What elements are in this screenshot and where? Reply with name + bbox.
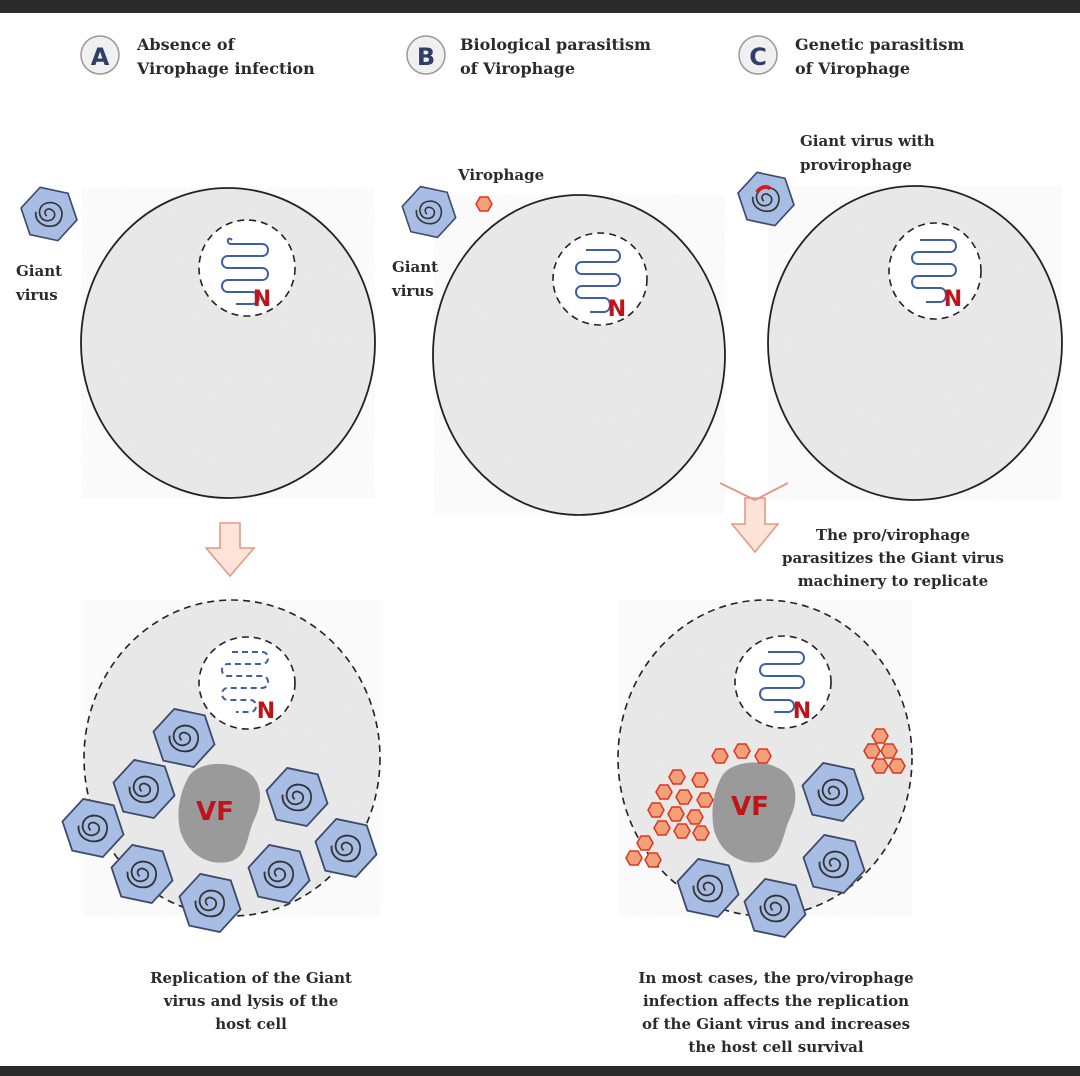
- panel-b-badge: [406, 35, 446, 75]
- nucleus-b-top: [552, 232, 648, 326]
- virophage-particle: [754, 748, 772, 764]
- nucleus-c-top-label: N: [944, 287, 962, 312]
- virophage-particle: [686, 809, 704, 825]
- panel-a-badge: [80, 35, 120, 75]
- virophage-particle: [692, 825, 710, 841]
- dna-c-bottom: [759, 651, 805, 713]
- virophage-particle: [625, 850, 643, 866]
- viral-factory-a-label: VF: [196, 797, 234, 827]
- virophage-particle: [647, 802, 665, 818]
- note-c-line2: parasitizes the Giant virus: [782, 549, 1004, 567]
- panel-a-letter: A: [91, 43, 110, 71]
- dna-b-top: [575, 249, 621, 313]
- caption-a-line3: host cell: [215, 1015, 287, 1033]
- virophage-particle: [655, 784, 673, 800]
- caption-a-line1: Replication of the Giant: [150, 969, 352, 987]
- virophage-particle: [673, 823, 691, 839]
- caption-c-line1: In most cases, the pro/virophage: [638, 969, 913, 987]
- giant-virus-b: [396, 182, 462, 242]
- virophage-particle: [691, 772, 709, 788]
- giant-virus-c-label-line2: provirophage: [800, 156, 912, 174]
- panel-b-header: B Biological parasitism of Virophage: [406, 35, 651, 78]
- virophage-particle: [675, 789, 693, 805]
- panel-a-title-line2: Virophage infection: [136, 59, 315, 78]
- virophage-particle: [733, 743, 751, 759]
- viral-factory-c-label: VF: [731, 792, 769, 822]
- nucleus-c-top: [888, 222, 982, 320]
- virophage-particle: [668, 769, 686, 785]
- nucleus-c-bottom-label: N: [793, 699, 811, 724]
- dna-c-top: [911, 239, 957, 303]
- nucleus-a-top-label: N: [253, 287, 271, 312]
- bottom-frame-bar: [0, 1066, 1080, 1076]
- arrow-c-branches: [719, 482, 789, 502]
- virophage-particle: [636, 835, 654, 851]
- giant-virus-b-label-line1: Giant: [392, 258, 438, 276]
- viral-factory-a: [178, 763, 260, 863]
- caption-c-line3: of the Giant virus and increases: [642, 1015, 910, 1033]
- panel-b-letter: B: [417, 43, 435, 71]
- panel-c-title-line2: of Virophage: [795, 59, 910, 78]
- provirophage-marker: [755, 185, 772, 194]
- panel-c-letter: C: [749, 43, 767, 71]
- nucleus-b-top-label: N: [608, 297, 626, 322]
- giant-virus-a-label-line1: Giant: [16, 262, 62, 280]
- virophage-b-label: Virophage: [457, 166, 544, 184]
- panel-c-title-line1: Genetic parasitism: [795, 35, 964, 54]
- arrow-c: [730, 497, 780, 554]
- arrow-a: [204, 522, 256, 578]
- virophage-particle: [871, 728, 889, 744]
- virophage-particle: [696, 792, 714, 808]
- giant-virus-c: [732, 168, 800, 230]
- giant-virus-a-label-line2: virus: [15, 286, 58, 304]
- panel-c-header: C Genetic parasitism of Virophage: [738, 35, 964, 78]
- virophage-particle: [644, 852, 662, 868]
- virophage-particle: [653, 820, 671, 836]
- dna-a-bottom-fragmented: [221, 651, 269, 713]
- caption-a-line2: virus and lysis of the: [163, 992, 339, 1010]
- cell-c-top: N: [767, 185, 1063, 501]
- panel-a-title-line1: Absence of: [136, 35, 236, 54]
- caption-c-line4: the host cell survival: [688, 1038, 864, 1056]
- nucleus-c-bottom: [734, 635, 832, 729]
- panel-b-title-line2: of Virophage: [460, 59, 575, 78]
- virophage-particle: [711, 748, 729, 764]
- viral-factory-c: [712, 762, 796, 863]
- giant-virus-a: [15, 183, 83, 245]
- note-c-line1: The pro/virophage: [816, 526, 970, 544]
- panel-b-title-line1: Biological parasitism: [460, 35, 651, 54]
- giant-virus-c-label-line1: Giant virus with: [800, 132, 935, 150]
- nucleus-a-bottom: [198, 636, 296, 730]
- giant-virus-b-label-line2: virus: [391, 282, 434, 300]
- note-c-line3: machinery to replicate: [798, 572, 988, 590]
- caption-c-line2: infection affects the replication: [643, 992, 909, 1010]
- nucleus-a-bottom-label: N: [257, 699, 275, 724]
- virophage-particle: [880, 743, 898, 759]
- virophage-particle: [667, 806, 685, 822]
- virophage-particle: [863, 743, 881, 759]
- panel-c-badge: [738, 35, 778, 75]
- panel-a-header: A Absence of Virophage infection: [80, 35, 315, 78]
- cell-a-bottom: N VF: [83, 599, 381, 917]
- virophage-b: [475, 196, 493, 212]
- top-frame-bar: [0, 0, 1080, 13]
- virophage-particle: [871, 758, 889, 774]
- cell-a-top: N: [80, 187, 376, 499]
- cell-b-top: N: [432, 194, 726, 516]
- virophage-particle: [888, 758, 906, 774]
- dna-a-top: [221, 237, 269, 305]
